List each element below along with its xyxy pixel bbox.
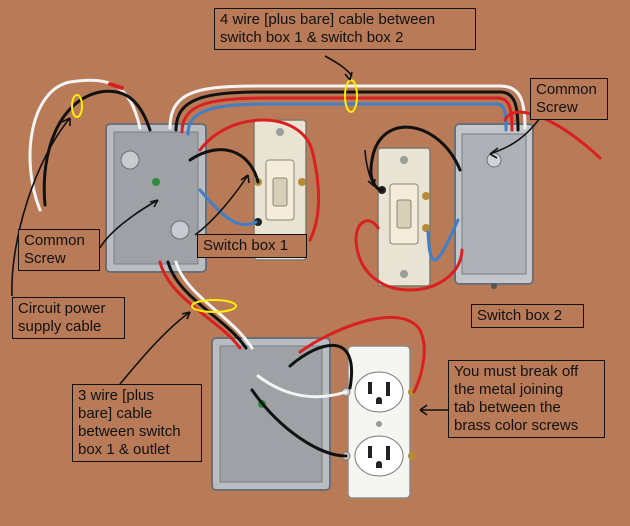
switch-1-device (253, 119, 307, 261)
wires (28, 78, 602, 458)
label-break-tab: You must break off the metal joining tab… (448, 360, 605, 438)
label-3-wire-cable: 3 wire [plus bare] cable between switch … (72, 384, 202, 462)
label-switch-box-2: Switch box 2 (471, 304, 584, 328)
duplex-outlet-device (341, 345, 416, 499)
switch-box-2-metal (454, 123, 534, 289)
label-circuit-power-supply: Circuit power supply cable (12, 297, 125, 339)
switch-2-device (377, 147, 431, 287)
label-common-screw-left: Common Screw (18, 229, 100, 271)
cable-highlights (71, 79, 358, 313)
switch-box-1-metal (105, 123, 207, 273)
label-common-screw-right: Common Screw (530, 78, 608, 120)
label-switch-box-1: Switch box 1 (197, 234, 307, 258)
label-4-wire-cable: 4 wire [plus bare] cable between switch … (214, 8, 476, 50)
callout-arrows (11, 55, 541, 416)
